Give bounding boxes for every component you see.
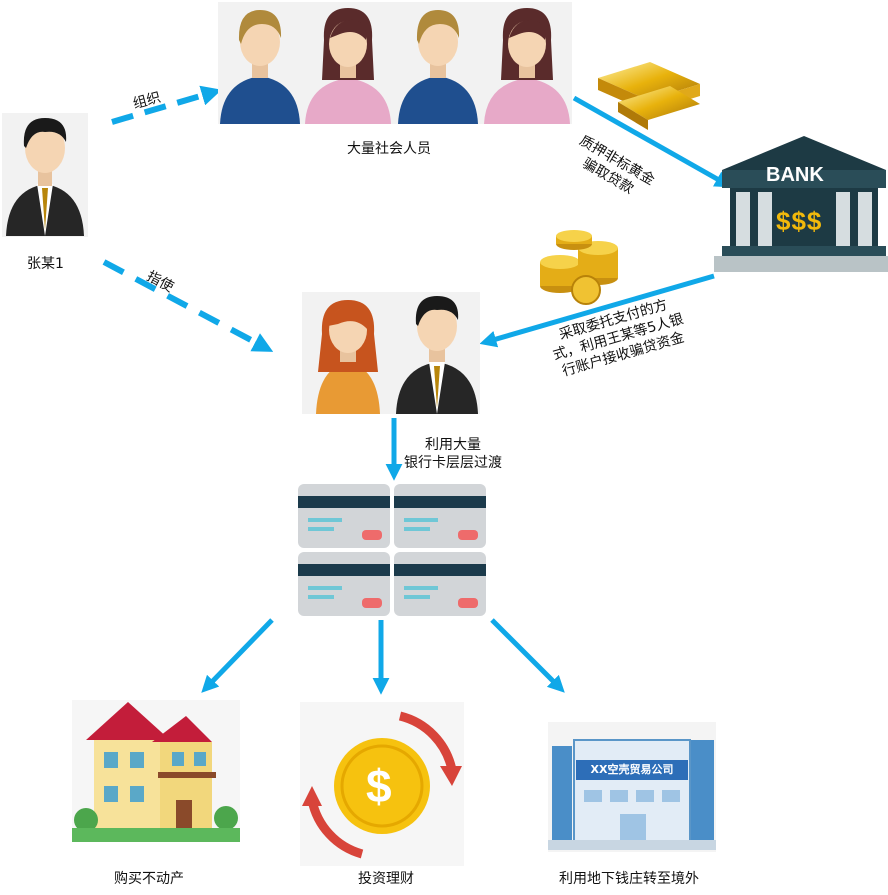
coins-icon	[540, 230, 618, 305]
cards-label: 利用大量 银行卡层层过渡	[404, 436, 502, 472]
realestate-arrow	[201, 618, 274, 693]
person-woman-1	[302, 2, 394, 124]
nominee-woman	[316, 300, 380, 414]
instruct-arrow	[102, 259, 274, 352]
organize-arrow	[111, 85, 222, 125]
bank-cards-group	[298, 484, 486, 616]
invest-label: 投资理财	[358, 871, 414, 887]
pledge-arrow	[572, 95, 732, 188]
bank-sign-text: BANK	[766, 164, 824, 186]
bank-card-3	[298, 552, 390, 616]
investment-coin-icon	[300, 702, 464, 866]
house-icon	[72, 700, 240, 842]
shell-company-building-icon	[548, 722, 716, 852]
person-man-1	[218, 2, 302, 124]
cards-label-line1: 利用大量	[425, 437, 481, 453]
boss-avatar	[2, 113, 88, 237]
boss-label: 张某1	[27, 256, 64, 272]
nominee-man	[396, 296, 478, 414]
realestate-label: 购买不动产	[114, 871, 184, 887]
coin-dollar-symbol: $	[366, 760, 392, 812]
bank-card-2	[394, 484, 486, 548]
gold-bars-icon	[598, 62, 700, 130]
bank-card-1	[298, 484, 390, 548]
company-sign-text: XX空壳贸易公司	[590, 763, 674, 776]
bank-card-4	[394, 552, 486, 616]
person-woman-2	[482, 2, 572, 124]
bank-icon	[714, 136, 888, 272]
bank-money-text: $$$	[776, 206, 823, 236]
offshore-label: 利用地下钱庄转至境外	[559, 871, 699, 887]
person-man-2	[394, 2, 482, 124]
public-label: 大量社会人员	[347, 141, 431, 157]
loan-arrow	[479, 273, 715, 348]
offshore-arrow	[490, 618, 565, 693]
cards-label-line2: 银行卡层层过渡	[404, 455, 502, 471]
nominee-pair	[302, 292, 480, 414]
public-people-group	[218, 2, 572, 124]
